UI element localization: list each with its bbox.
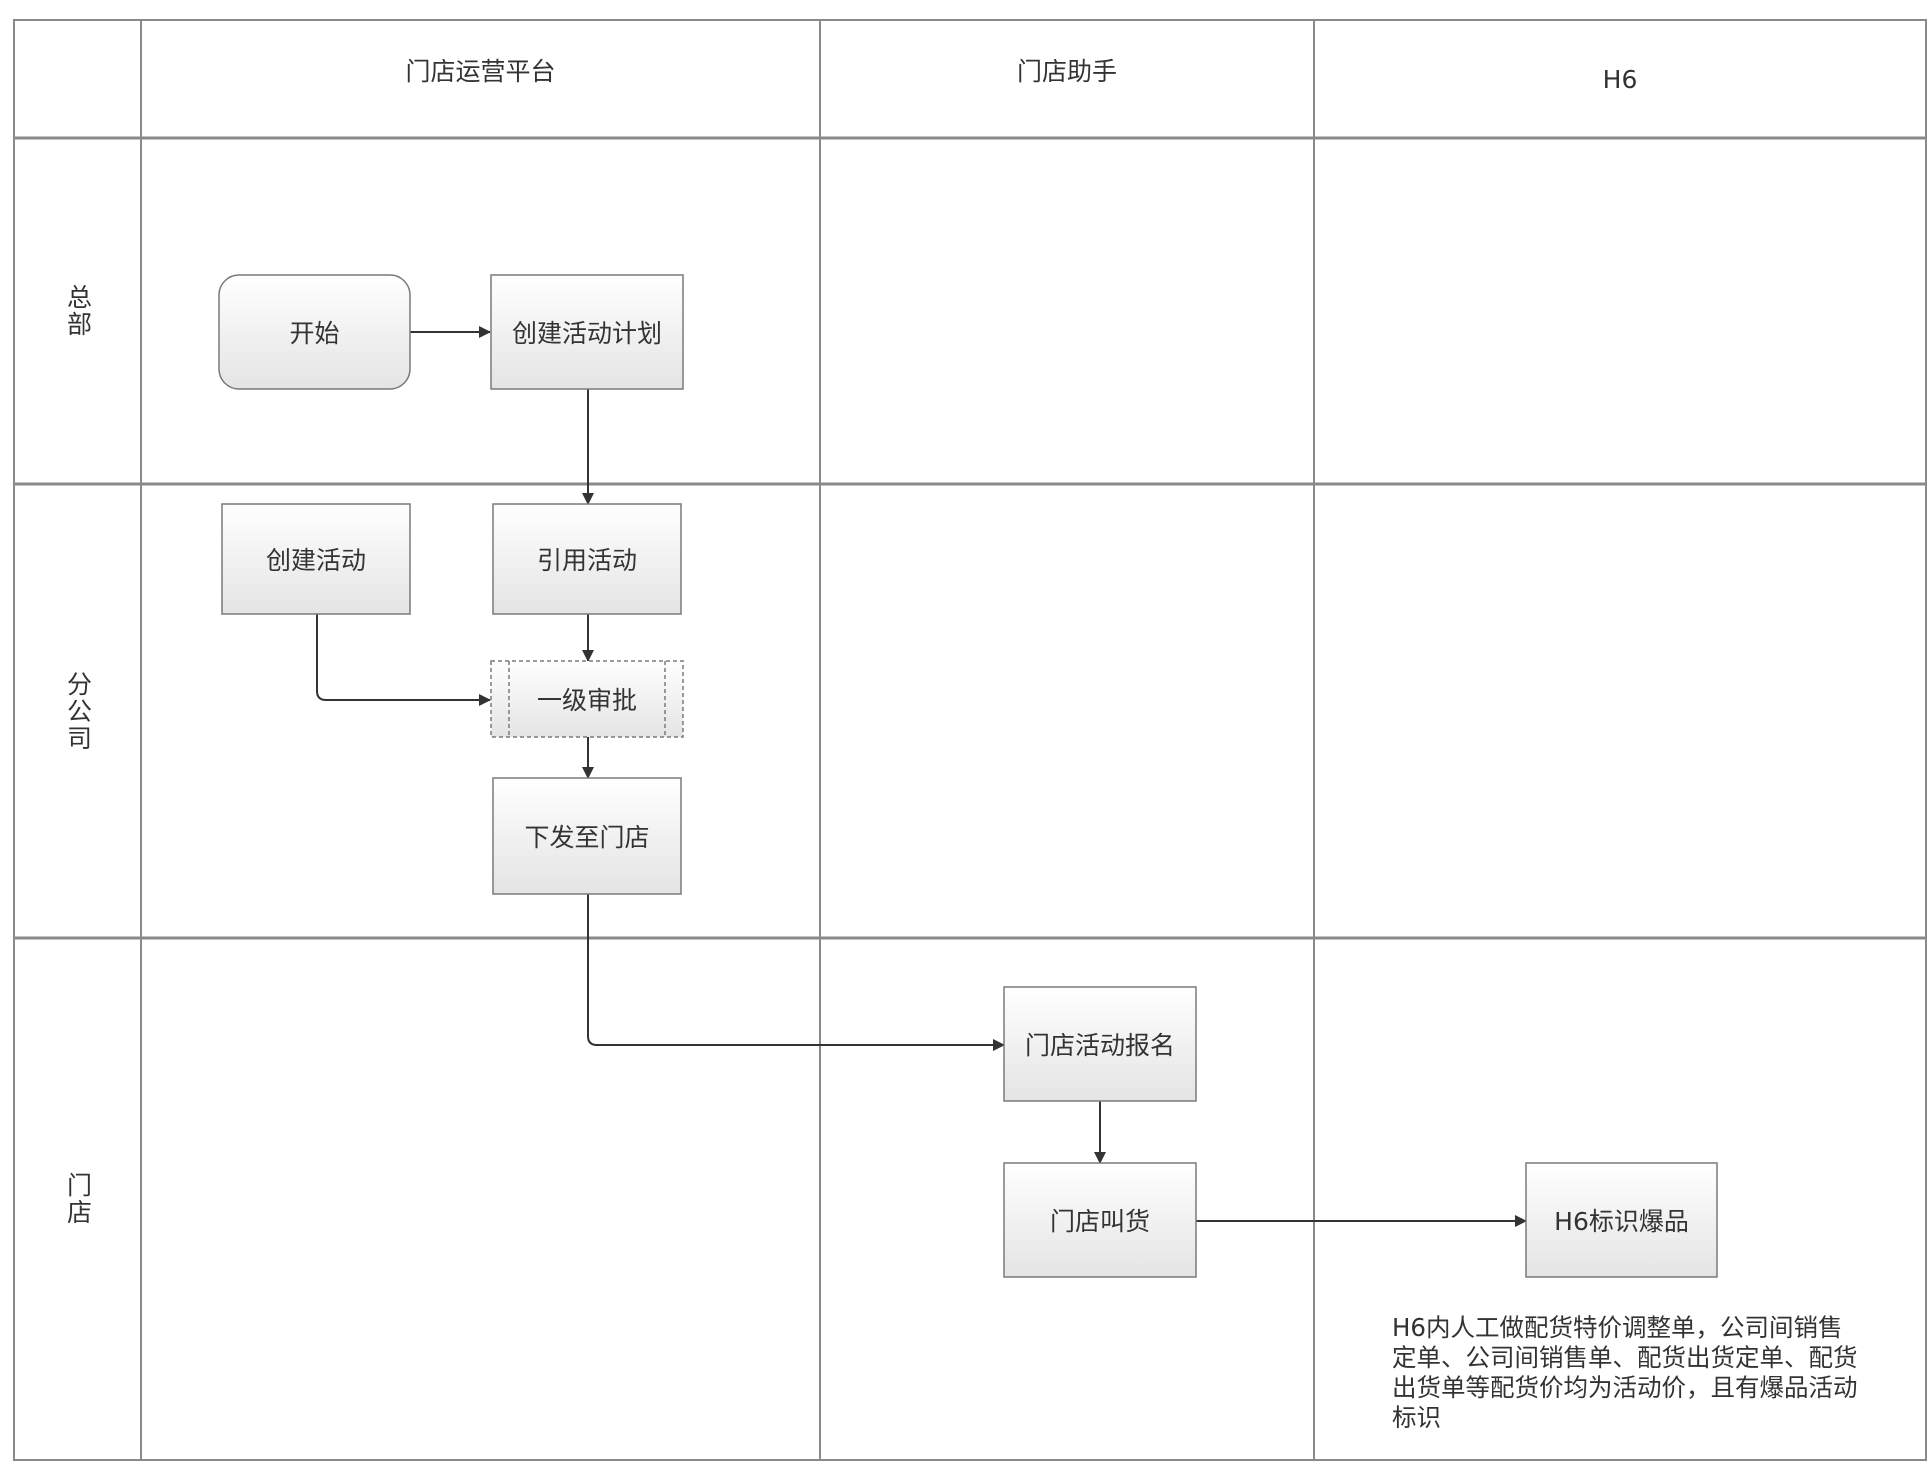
issue-to-store-node[interactable] <box>492 777 682 895</box>
h6-annotation-note: H6内人工做配货特价调整单，公司间销售定单、公司间销售单、配货出货定单、配货出货… <box>1392 1313 1858 1432</box>
create-activity-node[interactable] <box>221 503 411 615</box>
store-signup-node[interactable] <box>1003 986 1197 1102</box>
store-order-node[interactable] <box>1003 1162 1197 1278</box>
column-header-store-ops-platform: 门店运营平台 <box>405 57 556 86</box>
column-header-h6: H6 <box>1602 64 1638 94</box>
row-header-headquarters: 总部 <box>63 284 93 338</box>
reference-activity-node[interactable] <box>492 503 682 615</box>
connector-issue-to-signup <box>587 894 1005 1051</box>
grid-outer-border <box>13 19 1927 1461</box>
swimlane-grid <box>13 19 1927 1461</box>
row-header-store: 门店 <box>63 1172 93 1226</box>
row-header-branch-company: 分公司 <box>63 670 93 752</box>
nodes <box>218 274 1718 1278</box>
connector-create-to-approval <box>316 614 491 706</box>
create-plan-node[interactable] <box>490 274 684 390</box>
connectors <box>316 326 1527 1227</box>
h6-mark-node[interactable] <box>1525 1162 1718 1278</box>
start-node[interactable] <box>218 274 411 390</box>
first-approval-node[interactable] <box>490 660 684 738</box>
column-header-store-assistant: 门店助手 <box>1016 57 1117 86</box>
